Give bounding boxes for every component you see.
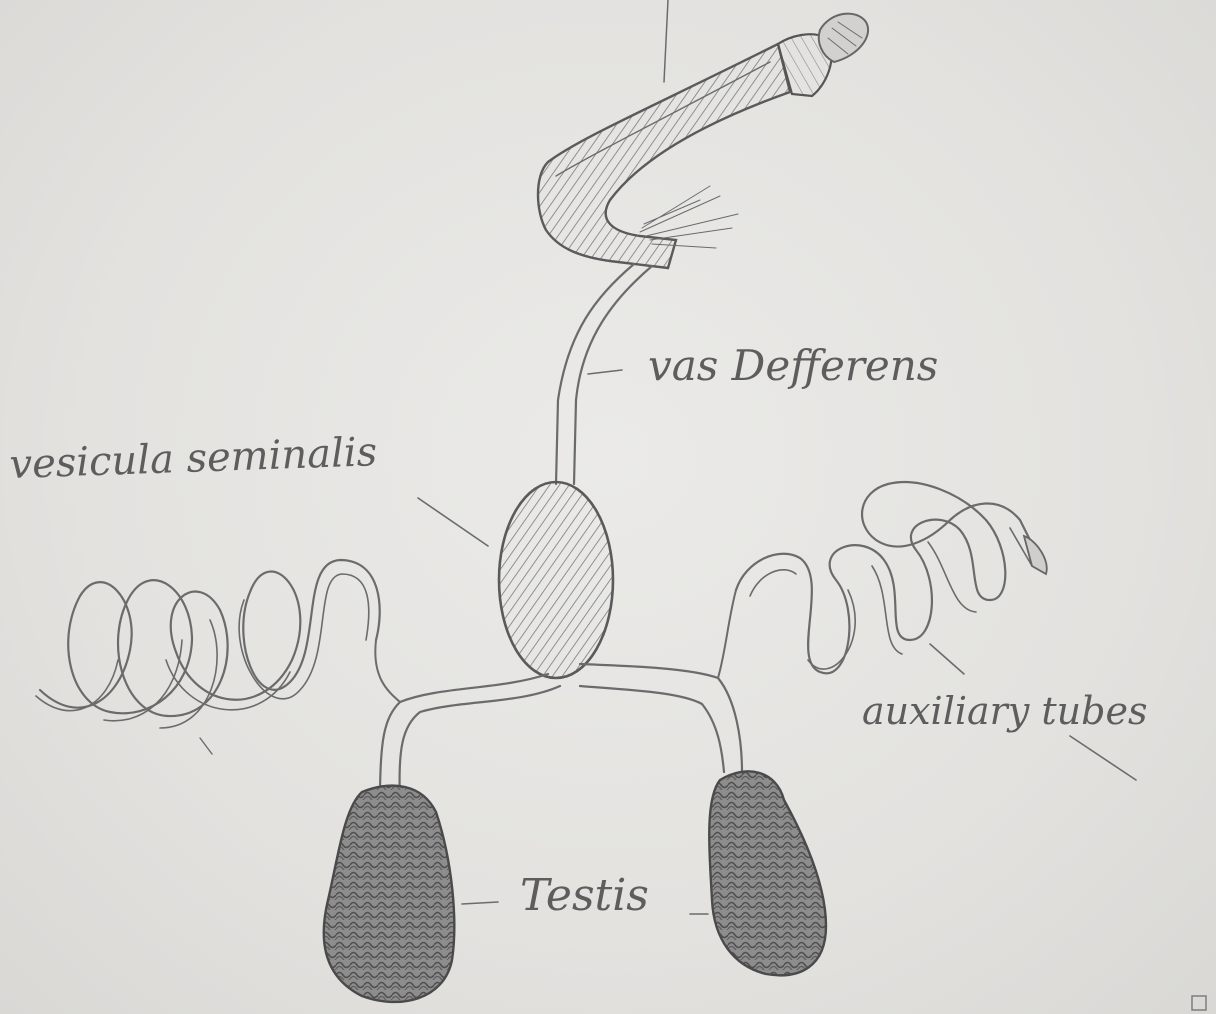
stray-mark — [200, 738, 212, 754]
copulatory-organ — [538, 14, 868, 268]
right-tube-end — [1024, 536, 1047, 574]
leader-auxiliary — [930, 644, 964, 674]
leader-testis-left — [462, 902, 498, 904]
vas-deferens — [556, 264, 652, 484]
label-testis: Testis — [520, 870, 649, 921]
right-coiled-tube-inner — [750, 528, 1032, 669]
leader-vesicula — [418, 498, 488, 546]
vesicula-seminalis — [499, 482, 613, 678]
label-vesicula-seminalis: vesicula seminalis — [9, 429, 378, 488]
label-auxiliary-tubes: auxiliary tubes — [862, 689, 1147, 733]
testis-left — [324, 786, 455, 1002]
organ-cap — [819, 14, 868, 62]
left-coiled-tube-inner — [36, 574, 369, 728]
leader-vas-deferens — [588, 370, 622, 374]
corner-mark — [1192, 996, 1206, 1010]
label-vas-deferens: vas Defferens — [648, 341, 938, 390]
testis-right — [709, 771, 826, 975]
auxiliary-underline — [1070, 736, 1136, 780]
margin-line — [664, 0, 668, 82]
right-coiled-tube — [736, 482, 1040, 673]
